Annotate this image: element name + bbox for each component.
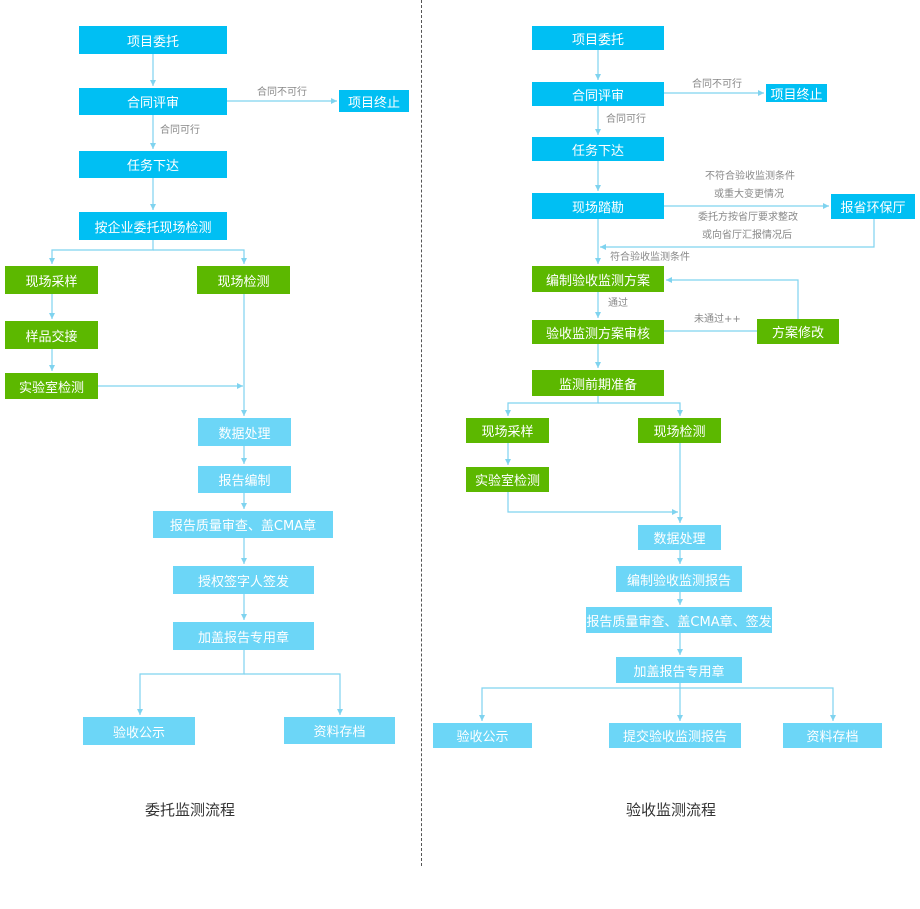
node-field-testing-2: 现场检测 (638, 418, 721, 443)
node-archive: 资料存档 (284, 717, 395, 744)
node-acceptance-publicity: 验收公示 (83, 717, 195, 745)
node-report-seal-2: 加盖报告专用章 (616, 657, 742, 683)
node-report-seal: 加盖报告专用章 (173, 622, 314, 650)
node-submit-acceptance-report: 提交验收监测报告 (609, 723, 741, 748)
chart-divider (421, 0, 422, 866)
label-after-reporting: 或向省厅汇报情况后 (702, 230, 792, 241)
node-acceptance-publicity-2: 验收公示 (433, 723, 532, 748)
node-data-processing: 数据处理 (198, 418, 291, 446)
label-contract-feasible: 合同可行 (160, 125, 200, 136)
label-rectify-per-requirements: 委托方按省厅要求整改 (698, 212, 798, 223)
node-data-processing-2: 数据处理 (638, 525, 721, 550)
node-task-issued-2: 任务下达 (532, 137, 664, 161)
node-report-compilation: 报告编制 (198, 466, 291, 493)
label-major-change: 或重大变更情况 (714, 189, 784, 200)
label-contract-not-feasible: 合同不可行 (257, 87, 307, 98)
node-task-issued: 任务下达 (79, 151, 227, 178)
node-project-terminated: 项目终止 (339, 90, 409, 112)
label-conditions-met: 符合验收监测条件 (610, 252, 690, 263)
label-condition-not-met: 不符合验收监测条件 (705, 171, 795, 182)
node-field-testing: 现场检测 (197, 266, 290, 294)
node-plan-review: 验收监测方案审核 (532, 320, 664, 344)
label-contract-feasible-2: 合同可行 (606, 114, 646, 125)
node-report-provincial-epb: 报省环保厅 (831, 194, 915, 219)
node-pre-monitoring-prep: 监测前期准备 (532, 370, 664, 396)
label-not-passed: 未通过++ (694, 314, 741, 325)
node-authorized-signatory: 授权签字人签发 (173, 566, 314, 594)
node-archive-2: 资料存档 (783, 723, 882, 748)
node-site-survey: 现场踏勘 (532, 193, 664, 219)
node-compile-monitoring-plan: 编制验收监测方案 (532, 266, 664, 292)
node-onsite-testing-by-request: 按企业委托现场检测 (79, 212, 227, 240)
node-plan-revision: 方案修改 (757, 319, 839, 344)
node-report-quality-review-2: 报告质量审查、盖CMA章、签发 (586, 607, 772, 633)
label-contract-not-feasible-2: 合同不可行 (692, 79, 742, 90)
node-field-sampling: 现场采样 (5, 266, 98, 294)
node-compile-acceptance-report: 编制验收监测报告 (616, 566, 742, 592)
node-lab-testing-2: 实验室检测 (466, 467, 549, 492)
node-contract-review: 合同评审 (79, 88, 227, 115)
caption-commission-flow: 委托监测流程 (145, 801, 236, 819)
node-project-commission-2: 项目委托 (532, 26, 664, 50)
label-passed: 通过 (608, 298, 628, 309)
node-report-quality-review: 报告质量审查、盖CMA章 (153, 511, 333, 538)
node-field-sampling-2: 现场采样 (466, 418, 549, 443)
node-project-terminated-2: 项目终止 (766, 84, 827, 103)
node-sample-handover: 样品交接 (5, 321, 98, 349)
caption-acceptance-flow: 验收监测流程 (626, 801, 717, 819)
node-lab-testing: 实验室检测 (5, 373, 98, 399)
node-contract-review-2: 合同评审 (532, 82, 664, 106)
node-project-commission: 项目委托 (79, 26, 227, 54)
